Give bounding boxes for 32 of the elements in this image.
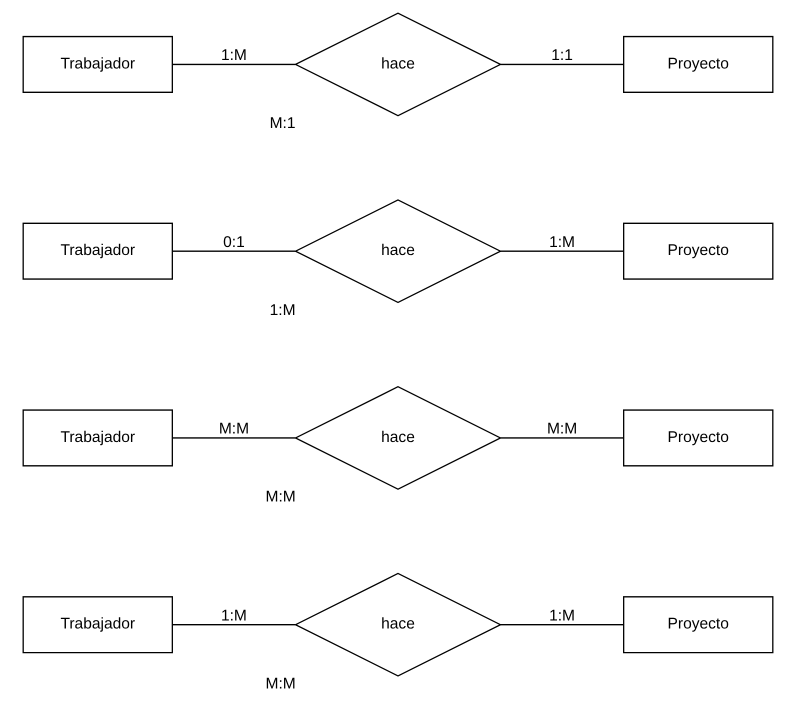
node-box: Trabajador (22, 596, 173, 654)
node-label: M:M (266, 675, 296, 692)
node-box: Proyecto (623, 596, 774, 654)
node-box: Trabajador (22, 222, 173, 280)
node-label: M:1 (270, 115, 296, 132)
connector (500, 624, 624, 626)
node-diamond: hace (294, 386, 502, 490)
connector (500, 64, 624, 66)
connector (172, 437, 296, 439)
edge-label: 1:1 (551, 47, 573, 64)
node-diamond: hace (294, 572, 502, 677)
edge-label: 1:M (220, 607, 247, 624)
node-label: M:M (266, 488, 296, 506)
edge-label: 1:M (220, 47, 247, 64)
edge-label: 1:M (549, 234, 576, 251)
connector (172, 624, 296, 626)
connector (500, 250, 624, 252)
node-box: Trabajador (22, 409, 173, 466)
node-diamond: hace (294, 199, 502, 304)
node-label: 1:M (270, 302, 296, 319)
connector (172, 64, 296, 66)
edge-label: M:M (218, 420, 250, 438)
connector (500, 437, 624, 439)
node-box: Trabajador (22, 36, 173, 93)
node-box: Proyecto (623, 36, 774, 93)
edge-label: M:M (546, 420, 578, 438)
edge-label: 0:1 (223, 234, 245, 251)
node-box: Proyecto (623, 222, 774, 280)
node-box: Proyecto (623, 409, 774, 466)
node-diamond: hace (294, 12, 502, 116)
connector (172, 250, 296, 252)
edge-label: 1:M (549, 607, 576, 624)
